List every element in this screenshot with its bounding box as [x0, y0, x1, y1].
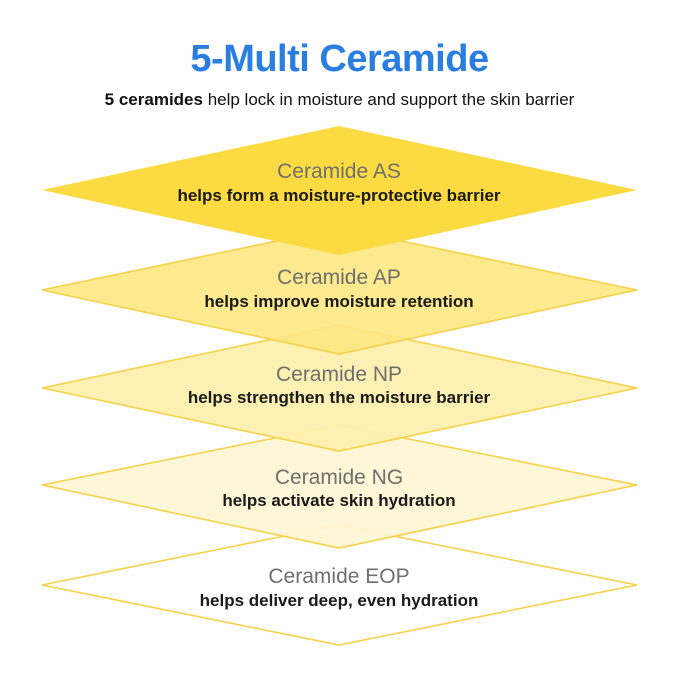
- page-subtitle: 5 ceramides help lock in moisture and su…: [0, 90, 679, 110]
- layer-4-name: Ceramide NG: [275, 466, 403, 489]
- page-title: 5-Multi Ceramide: [190, 38, 489, 80]
- subtitle-text: help lock in moisture and support the sk…: [202, 90, 575, 109]
- layer-2-name: Ceramide AP: [277, 266, 401, 289]
- layer-1: Ceramide AS helps form a moisture-protec…: [42, 126, 637, 255]
- layer-3-description: helps strengthen the moisture barrier: [188, 388, 491, 407]
- layer-5-name: Ceramide EOP: [268, 565, 409, 588]
- layer-4-diamond: [41, 424, 638, 549]
- layer-4-description: helps activate skin hydration: [222, 491, 455, 510]
- layer-3-diamond: [41, 324, 638, 452]
- layer-5-description: helps deliver deep, even hydration: [200, 591, 479, 610]
- layer-1-name: Ceramide AS: [277, 160, 401, 183]
- layer-2-diamond: [41, 227, 638, 355]
- layer-2-description: helps improve moisture retention: [204, 292, 473, 311]
- layer-1-diamond: [42, 126, 637, 255]
- layer-5: Ceramide EOP helps deliver deep, even hy…: [41, 524, 638, 646]
- layer-3-name: Ceramide NP: [276, 363, 402, 386]
- layer-3: Ceramide NP helps strengthen the moistur…: [41, 324, 638, 452]
- layer-2: Ceramide AP helps improve moisture reten…: [41, 227, 638, 355]
- layer-1-description: helps form a moisture-protective barrier: [177, 186, 500, 205]
- layer-4: Ceramide NG helps activate skin hydratio…: [41, 424, 638, 549]
- subtitle-highlight: 5 ceramides: [104, 90, 203, 109]
- layer-5-diamond: [41, 524, 638, 646]
